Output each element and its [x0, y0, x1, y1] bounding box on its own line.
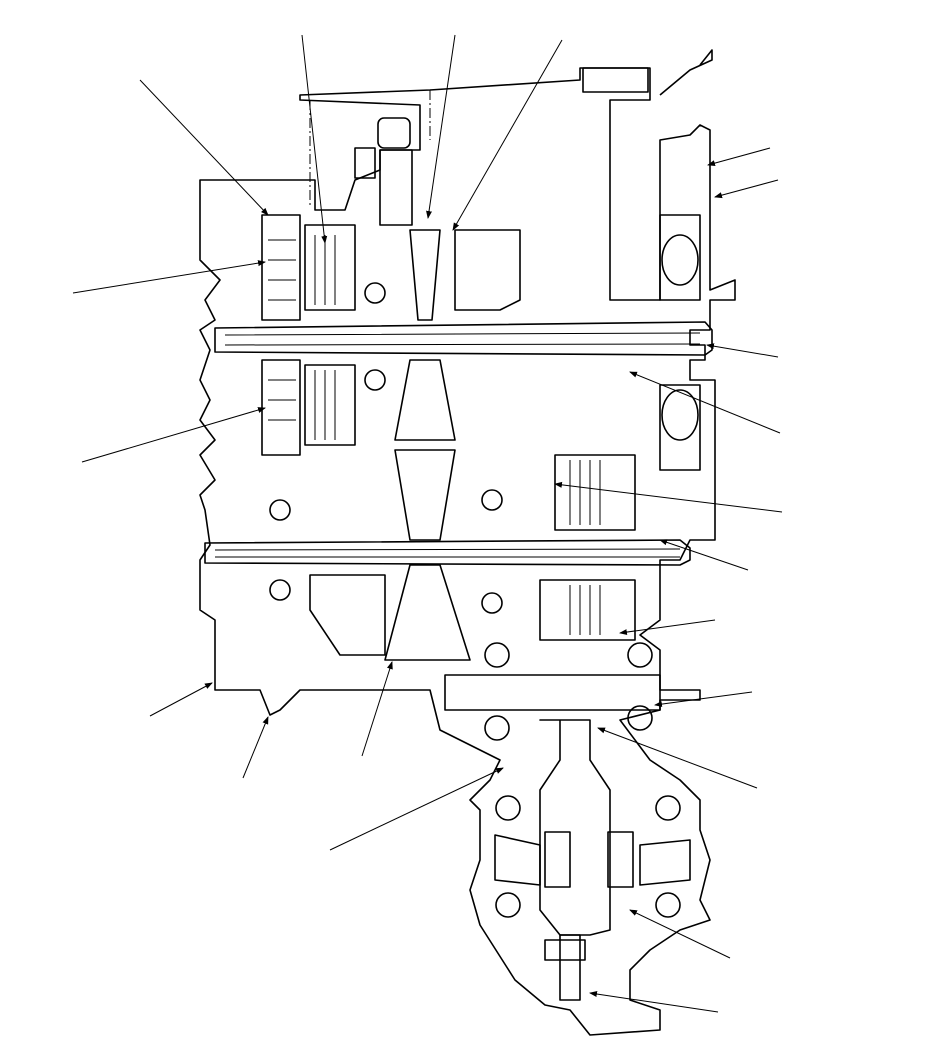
leader-line — [589, 991, 719, 1013]
leader-line — [597, 727, 758, 789]
leader-line — [301, 34, 328, 244]
bearings — [269, 282, 681, 918]
leader-line — [329, 767, 504, 851]
leader-line — [361, 661, 393, 757]
leader-line — [659, 539, 749, 571]
leader-line — [629, 371, 781, 434]
leader-line — [149, 682, 213, 717]
secondary-shaft — [204, 539, 691, 566]
reverse-brake — [261, 359, 356, 456]
leader-line — [72, 260, 266, 294]
leader-line — [554, 481, 783, 513]
speed-sensor — [354, 117, 411, 179]
leader-line — [706, 343, 779, 358]
intermediate-shaft — [444, 674, 661, 711]
leader-line — [452, 39, 563, 231]
leader-line — [139, 79, 269, 216]
leader-line — [707, 147, 771, 167]
leader-line — [714, 179, 779, 199]
start-clutch — [539, 454, 636, 641]
leader-line — [654, 691, 753, 708]
driven-pulley — [309, 449, 471, 661]
output-side-assembly — [659, 214, 701, 471]
leader-line — [242, 716, 269, 779]
forward-clutch — [261, 214, 356, 321]
callout-leaders — [72, 34, 783, 1013]
drive-pulley — [379, 149, 521, 441]
main-shaft — [214, 321, 713, 356]
leader-line — [629, 909, 731, 959]
leader-line — [619, 619, 716, 636]
leader-line — [81, 407, 266, 463]
transmission-housing — [199, 49, 736, 1036]
leader-line — [426, 34, 456, 219]
differential — [494, 719, 691, 1001]
